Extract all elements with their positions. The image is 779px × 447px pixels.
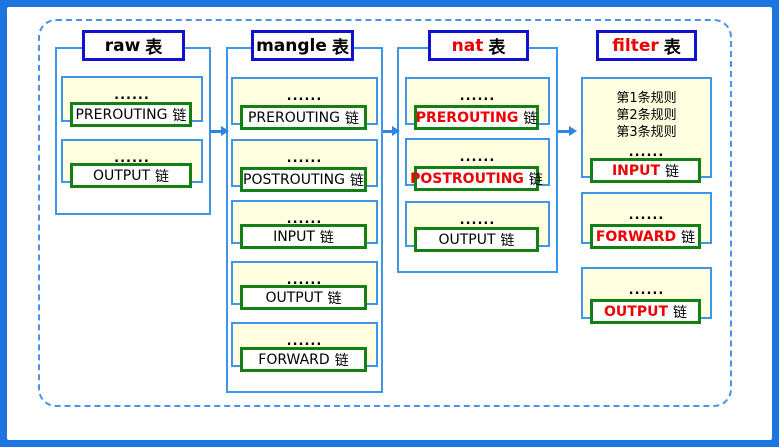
arrow-mangle-to-nat — [383, 126, 400, 136]
ellipsis: ...... — [459, 213, 496, 228]
filter-rules-list: 第1条规则 第2条规则 第3条规则 ...... — [583, 90, 710, 161]
ellipsis: ...... — [286, 273, 323, 288]
nat-prerouting-chain-box: PREROUTING 链 — [414, 105, 539, 130]
rule-line: 第2条规则 — [616, 108, 677, 123]
raw-prerouting-row: ...... PREROUTING 链 — [61, 76, 203, 127]
dashed-boundary — [38, 19, 732, 407]
mangle-output-row: ...... OUTPUT 链 — [231, 261, 378, 310]
filter-forward-row: ...... FORWARD 链 — [581, 192, 712, 249]
nat-table-suffix: 表 — [488, 38, 506, 58]
nat-prerouting-row: ...... PREROUTING 链 — [405, 77, 550, 130]
chain-name: POSTROUTING — [410, 170, 524, 187]
nat-postrouting-row: ...... POSTROUTING 链 — [405, 138, 550, 191]
raw-table-name: raw — [104, 35, 141, 56]
chain-name: INPUT — [611, 162, 661, 179]
raw-output-row: ...... OUTPUT 链 — [61, 139, 203, 188]
mangle-table-name: mangle — [256, 35, 327, 56]
ellipsis: ...... — [114, 151, 150, 166]
chain-name: PREROUTING — [415, 109, 519, 126]
raw-table-suffix: 表 — [145, 38, 163, 58]
ellipsis: ...... — [286, 334, 323, 349]
arrow-raw-to-mangle — [210, 126, 229, 136]
chain-name: POSTROUTING — [243, 171, 345, 188]
nat-postrouting-chain-box: POSTROUTING 链 — [410, 166, 543, 191]
mangle-forward-chain-box: FORWARD 链 — [240, 347, 367, 372]
chain-suffix: 链 — [673, 304, 687, 321]
raw-prerouting-chain-box: PREROUTING 链 — [70, 102, 192, 127]
ellipsis: ...... — [114, 88, 150, 103]
ellipsis: ...... — [459, 89, 496, 104]
nat-output-row: ...... OUTPUT 链 — [405, 201, 550, 252]
mangle-forward-row: ...... FORWARD 链 — [231, 322, 378, 372]
chain-name: PREROUTING — [247, 109, 340, 126]
rule-line: 第1条规则 — [616, 91, 677, 106]
ellipsis: ...... — [286, 89, 323, 104]
chain-suffix: 链 — [345, 110, 359, 127]
ellipsis: ...... — [286, 212, 323, 227]
chain-suffix: 链 — [665, 163, 680, 180]
chain-suffix: 链 — [523, 110, 538, 127]
mangle-input-row: ...... INPUT 链 — [231, 200, 378, 249]
ellipsis: ...... — [459, 150, 496, 165]
arrow-nat-to-filter — [558, 126, 577, 136]
filter-input-chain-box: INPUT 链 — [590, 158, 701, 183]
filter-table-header: filter 表 — [596, 30, 697, 61]
mangle-table-header: mangle 表 — [251, 30, 354, 61]
mangle-output-chain-box: OUTPUT 链 — [240, 285, 367, 310]
chain-suffix: 链 — [319, 229, 334, 246]
mangle-input-chain-box: INPUT 链 — [240, 224, 367, 249]
mangle-postrouting-chain-box: POSTROUTING 链 — [240, 167, 367, 192]
mangle-prerouting-chain-box: PREROUTING 链 — [240, 105, 367, 130]
chain-name: OUTPUT — [92, 167, 151, 184]
chain-suffix: 链 — [349, 172, 364, 189]
chain-name: FORWARD — [595, 228, 677, 245]
ellipsis: ...... — [628, 208, 665, 223]
filter-input-row: 第1条规则 第2条规则 第3条规则 ...... INPUT 链 — [581, 77, 712, 183]
mangle-prerouting-row: ...... PREROUTING 链 — [231, 77, 378, 130]
chain-suffix: 链 — [334, 352, 349, 369]
rule-line: 第3条规则 — [616, 125, 677, 140]
chain-name: OUTPUT — [438, 231, 496, 248]
chain-suffix: 链 — [500, 232, 515, 249]
chain-suffix: 链 — [681, 229, 696, 246]
raw-table-container — [55, 47, 211, 215]
chain-name: OUTPUT — [265, 289, 323, 306]
ellipsis: ...... — [628, 145, 665, 160]
chain-suffix: 链 — [528, 171, 543, 188]
ellipsis: ...... — [286, 151, 323, 166]
raw-table-header: raw 表 — [82, 30, 185, 61]
ellipsis: ...... — [628, 283, 665, 298]
chain-suffix: 链 — [172, 107, 187, 124]
chain-name: PREROUTING — [75, 106, 168, 123]
nat-table-header: nat 表 — [428, 30, 529, 61]
filter-table-name: filter — [612, 35, 659, 56]
chain-name: INPUT — [273, 228, 315, 245]
filter-output-row: ...... OUTPUT 链 — [581, 267, 712, 324]
filter-forward-chain-box: FORWARD 链 — [590, 224, 701, 249]
mangle-table-suffix: 表 — [331, 38, 349, 58]
chain-name: FORWARD — [258, 351, 330, 368]
chain-name: OUTPUT — [604, 303, 668, 320]
nat-output-chain-box: OUTPUT 链 — [414, 227, 539, 252]
nat-table-name: nat — [451, 35, 484, 56]
chain-suffix: 链 — [155, 168, 170, 185]
mangle-postrouting-row: ...... POSTROUTING 链 — [231, 139, 378, 192]
filter-output-chain-box: OUTPUT 链 — [590, 299, 701, 324]
filter-table-suffix: 表 — [663, 38, 681, 58]
raw-output-chain-box: OUTPUT 链 — [70, 163, 192, 188]
chain-suffix: 链 — [327, 290, 342, 307]
